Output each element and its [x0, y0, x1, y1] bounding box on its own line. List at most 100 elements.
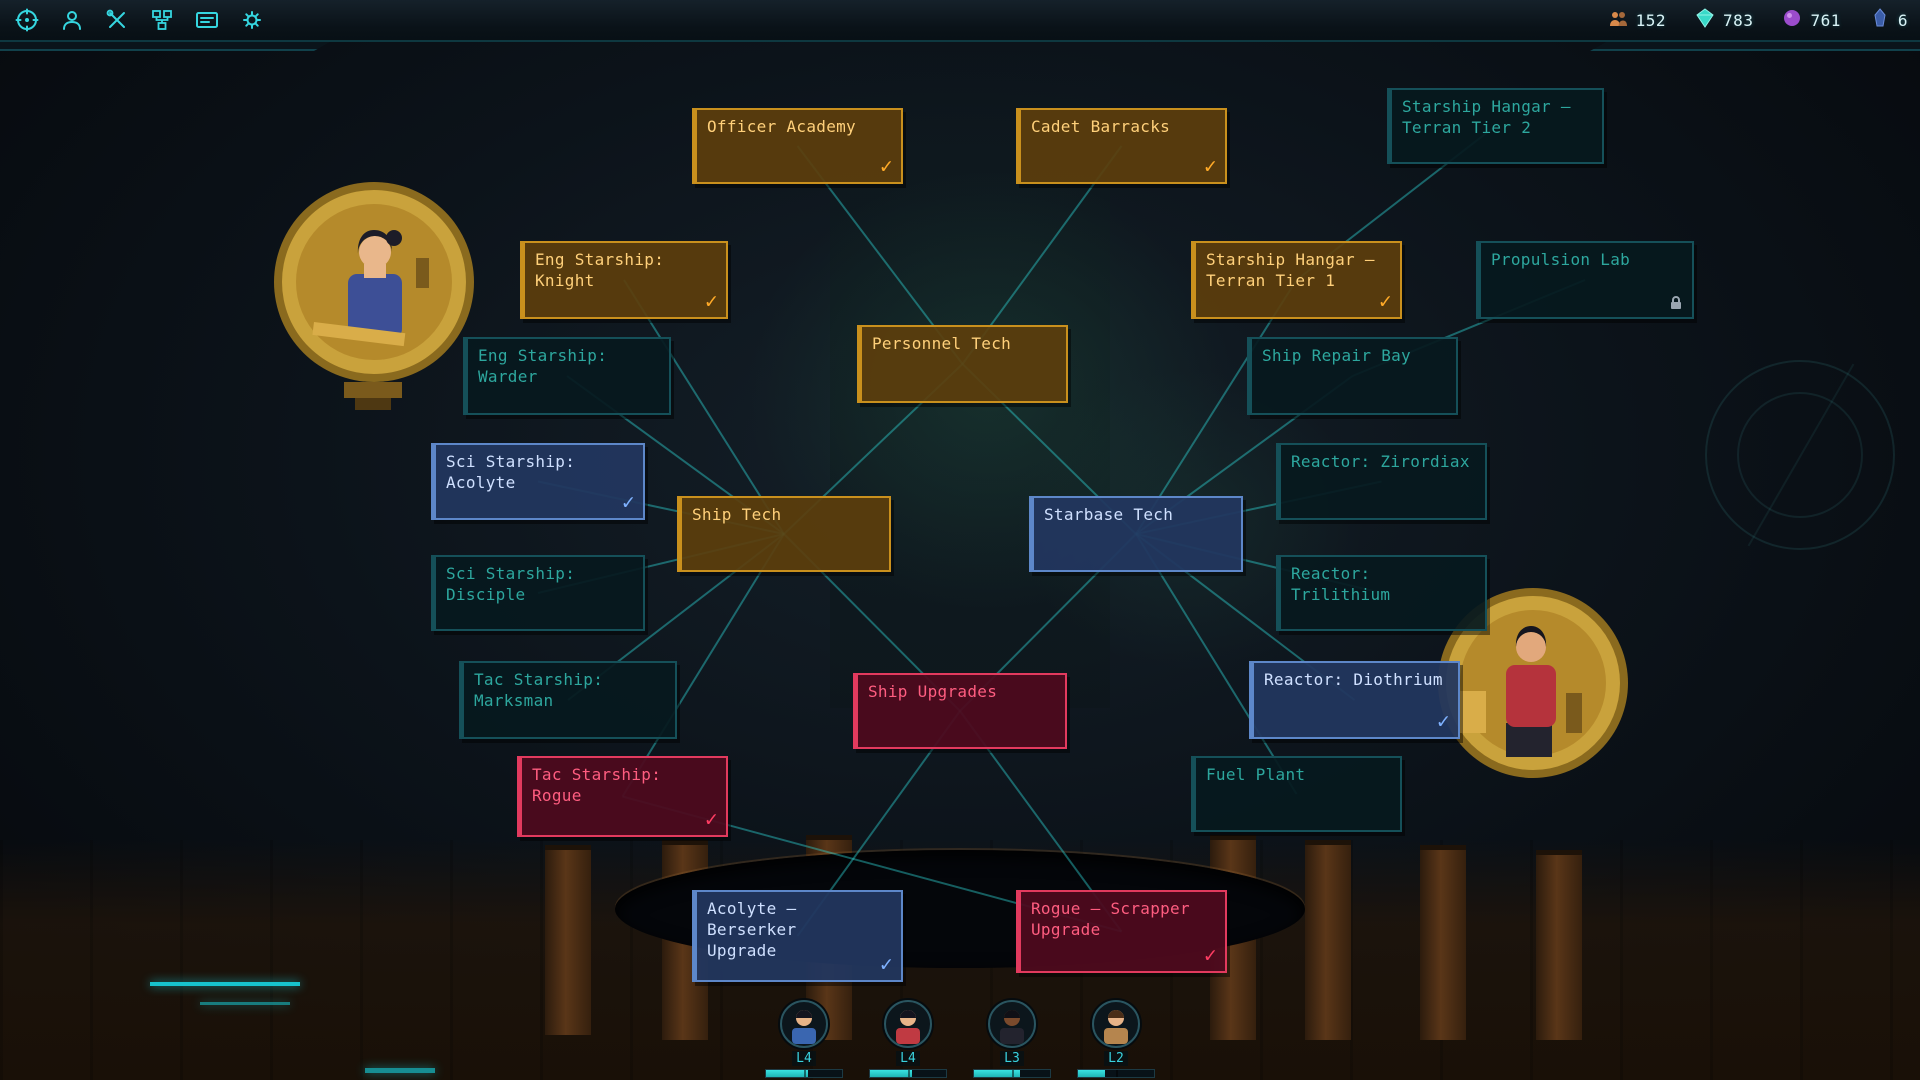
- tech-node-propulsion-lab[interactable]: Propulsion Lab: [1476, 241, 1694, 319]
- background-glow-line: [150, 982, 300, 986]
- check-icon: ✓: [705, 288, 718, 313]
- tech-node-reactor-zirordiax[interactable]: Reactor: Zirordiax: [1276, 443, 1487, 520]
- tech-node-hangar-t2[interactable]: Starship Hangar – Terran Tier 2: [1387, 88, 1604, 164]
- tech-node-reactor-diothrium[interactable]: Reactor: Diothrium ✓: [1249, 661, 1460, 739]
- tech-node-fuel-plant[interactable]: Fuel Plant: [1191, 756, 1402, 832]
- crew-icon[interactable]: [57, 5, 87, 35]
- tech-node-cadet-barracks[interactable]: Cadet Barracks ✓: [1016, 108, 1227, 184]
- crew-xp-fill: [1078, 1070, 1105, 1077]
- engineering-icon[interactable]: [102, 5, 132, 35]
- check-icon: ✓: [1204, 153, 1217, 178]
- tech-node-label: Tac Starship: Rogue: [532, 765, 662, 805]
- tech-node-label: Ship Tech: [692, 505, 782, 524]
- crew-member-1[interactable]: L4: [765, 1000, 843, 1078]
- check-icon: ✓: [880, 153, 893, 178]
- check-icon: ✓: [705, 806, 718, 831]
- crew-level-label: L4: [792, 1051, 816, 1066]
- tech-node-label: Fuel Plant: [1206, 765, 1306, 784]
- tech-node-label: Reactor: Zirordiax: [1291, 452, 1470, 471]
- tech-node-label: Starship Hangar – Terran Tier 1: [1206, 250, 1375, 290]
- tech-node-reactor-trilithium[interactable]: Reactor: Trilithium: [1276, 555, 1487, 631]
- tech-link: [623, 279, 785, 535]
- crew-level-label: L3: [1000, 1051, 1024, 1066]
- resource-value-dark-matter: 761: [1810, 10, 1841, 30]
- tech-node-label: Rogue – Scrapper Upgrade: [1031, 899, 1190, 939]
- emblem-icon[interactable]: [12, 5, 42, 35]
- officer-portrait-left: [256, 170, 496, 424]
- crew-xp-bar: [973, 1069, 1051, 1078]
- check-icon: ✓: [1204, 942, 1217, 967]
- crew-level-label: L2: [1104, 1051, 1128, 1066]
- settings-icon[interactable]: [237, 5, 267, 35]
- resource-fuel: 6: [1869, 7, 1908, 33]
- background-glow-line: [200, 1002, 290, 1005]
- tech-node-sci-acolyte[interactable]: Sci Starship: Acolyte✓: [431, 443, 645, 520]
- crew-xp-fill: [766, 1070, 808, 1077]
- tech-node-sci-disciple[interactable]: Sci Starship: Disciple: [431, 555, 645, 631]
- officer-portrait-right: [1418, 573, 1648, 817]
- crew-portrait: [1092, 1000, 1140, 1048]
- tech-node-label: Acolyte – Berserker Upgrade: [707, 899, 797, 960]
- crystal-icon: [1869, 7, 1891, 33]
- crew-portrait: [988, 1000, 1036, 1048]
- crew-member-2[interactable]: L4: [869, 1000, 947, 1078]
- background-gear: [1705, 360, 1895, 550]
- resource-value-minerals: 783: [1723, 10, 1754, 30]
- crew-bar: L4 L4 L3 L2: [765, 1000, 1155, 1078]
- top-bar-menu: [12, 5, 267, 35]
- tech-node-label: Starbase Tech: [1044, 505, 1174, 524]
- resource-crew: 152: [1607, 7, 1666, 33]
- codex-icon[interactable]: [192, 5, 222, 35]
- tech-node-hangar-t1[interactable]: Starship Hangar – Terran Tier 1✓: [1191, 241, 1402, 319]
- tech-node-label: Reactor: Trilithium: [1291, 564, 1391, 604]
- orb-icon: [1781, 7, 1803, 33]
- tech-node-acolyte-berserker[interactable]: Acolyte – Berserker Upgrade✓: [692, 890, 903, 982]
- tech-node-tac-marksman[interactable]: Tac Starship: Marksman: [459, 661, 677, 739]
- resource-value-crew: 152: [1635, 10, 1667, 30]
- tech-node-ship-tech[interactable]: Ship Tech: [677, 496, 891, 572]
- top-bar: 152 783 761 6: [0, 0, 1920, 42]
- check-icon: ✓: [1437, 708, 1450, 733]
- tech-node-label: Personnel Tech: [872, 334, 1012, 353]
- tech-link: [621, 533, 785, 798]
- tech-node-label: Propulsion Lab: [1491, 250, 1631, 269]
- resource-dark-matter: 761: [1781, 7, 1840, 33]
- tech-node-label: Sci Starship: Acolyte: [446, 452, 576, 492]
- facilities-icon[interactable]: [147, 5, 177, 35]
- crew-xp-fill: [870, 1070, 912, 1077]
- background-pillar: [545, 845, 591, 1035]
- tech-node-label: Officer Academy: [707, 117, 856, 136]
- tech-node-label: Eng Starship: Warder: [478, 346, 608, 386]
- background-pillar: [1420, 845, 1466, 1040]
- tech-node-label: Reactor: Diothrium: [1264, 670, 1443, 689]
- crew-level-label: L4: [896, 1051, 920, 1066]
- tech-node-tac-rogue[interactable]: Tac Starship: Rogue ✓: [517, 756, 728, 837]
- tech-node-ship-repair-bay[interactable]: Ship Repair Bay: [1247, 337, 1458, 415]
- tech-node-rogue-scrapper[interactable]: Rogue – Scrapper Upgrade ✓: [1016, 890, 1227, 973]
- crew-resource-icon: [1607, 7, 1629, 33]
- tech-node-label: Sci Starship: Disciple: [446, 564, 576, 604]
- tech-node-eng-knight[interactable]: Eng Starship: Knight✓: [520, 241, 728, 319]
- resource-panel: 152 783 761 6: [1607, 7, 1908, 33]
- crew-member-3[interactable]: L3: [973, 1000, 1051, 1078]
- tech-node-ship-upgrades[interactable]: Ship Upgrades: [853, 673, 1067, 749]
- tech-node-label: Starship Hangar – Terran Tier 2: [1402, 97, 1571, 137]
- tech-node-label: Ship Upgrades: [868, 682, 998, 701]
- crew-xp-fill: [974, 1070, 1020, 1077]
- tech-node-label: Cadet Barracks: [1031, 117, 1171, 136]
- lock-icon: [1668, 295, 1684, 311]
- crew-member-4[interactable]: L2: [1077, 1000, 1155, 1078]
- tech-node-starbase-tech[interactable]: Starbase Tech: [1029, 496, 1243, 572]
- crew-xp-bar: [1077, 1069, 1155, 1078]
- tech-node-personnel-tech[interactable]: Personnel Tech: [857, 325, 1068, 403]
- tech-link: [1135, 279, 1298, 535]
- crew-portrait: [780, 1000, 828, 1048]
- check-icon: ✓: [1379, 288, 1392, 313]
- top-bar-accent-right: [1590, 42, 1920, 51]
- crew-portrait: [884, 1000, 932, 1048]
- gem-icon: [1694, 7, 1716, 33]
- tech-node-eng-warder[interactable]: Eng Starship: Warder: [463, 337, 671, 415]
- tech-node-officer-academy[interactable]: Officer Academy ✓: [692, 108, 903, 184]
